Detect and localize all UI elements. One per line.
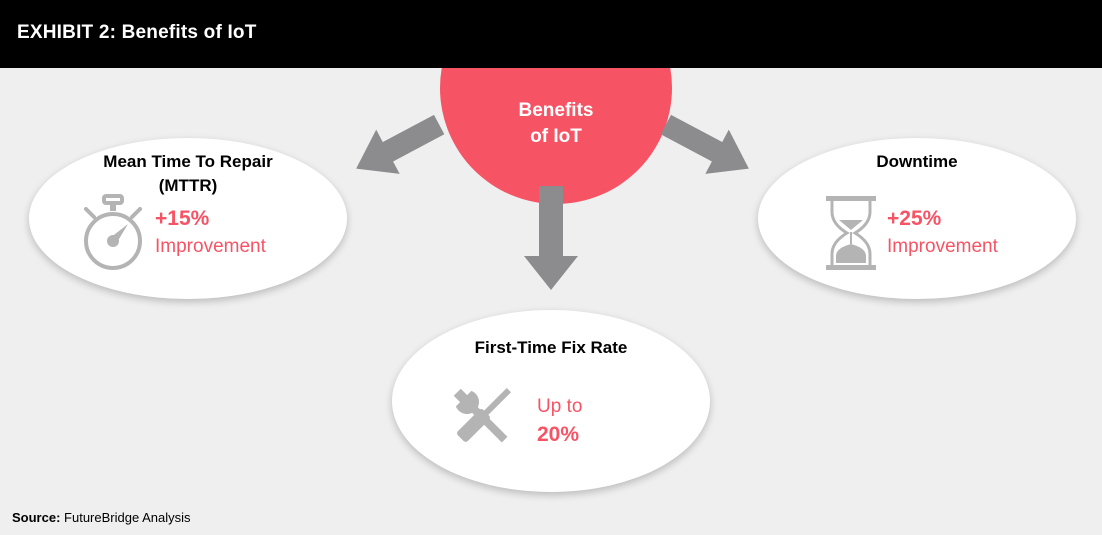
hourglass-icon	[826, 196, 876, 270]
tools-icon	[453, 388, 511, 443]
arrow-right-icon	[660, 114, 749, 174]
center-label-line2: of IoT	[530, 126, 582, 147]
center-label-line1: Benefits	[518, 100, 594, 121]
first-time-fix-title: First-Time Fix Rate	[474, 338, 628, 357]
mttr-card	[29, 138, 347, 299]
center-label: Benefits of IoT	[440, 98, 672, 150]
source-label: Source:	[12, 510, 61, 525]
stopwatch-icon	[84, 194, 142, 270]
mttr-title: Mean Time To Repair (MTTR)	[29, 150, 347, 198]
mttr-value: +15%	[155, 207, 210, 230]
arrow-left-icon	[356, 114, 445, 174]
source-note: Source: FutureBridge Analysis	[12, 510, 190, 525]
mttr-title-line1: Mean Time To Repair	[103, 152, 273, 171]
header-bar: EXHIBIT 2: Benefits of IoT	[0, 0, 1102, 68]
downtime-card	[758, 138, 1076, 299]
downtime-caption: Improvement	[887, 236, 998, 257]
mttr-caption: Improvement	[155, 236, 266, 257]
first-time-fix-caption: Up to	[537, 396, 583, 417]
first-time-fix-card	[392, 310, 710, 492]
downtime-value: +25%	[887, 207, 942, 230]
downtime-title: Downtime	[876, 152, 958, 171]
first-time-fix-value: 20%	[537, 423, 580, 446]
exhibit-title: EXHIBIT 2: Benefits of IoT	[17, 22, 257, 43]
source-text: FutureBridge Analysis	[64, 510, 191, 525]
center-node: Benefits of IoT	[0, 68, 1102, 208]
arrow-down-icon	[524, 186, 578, 290]
mttr-title-line2: (MTTR)	[158, 176, 218, 195]
